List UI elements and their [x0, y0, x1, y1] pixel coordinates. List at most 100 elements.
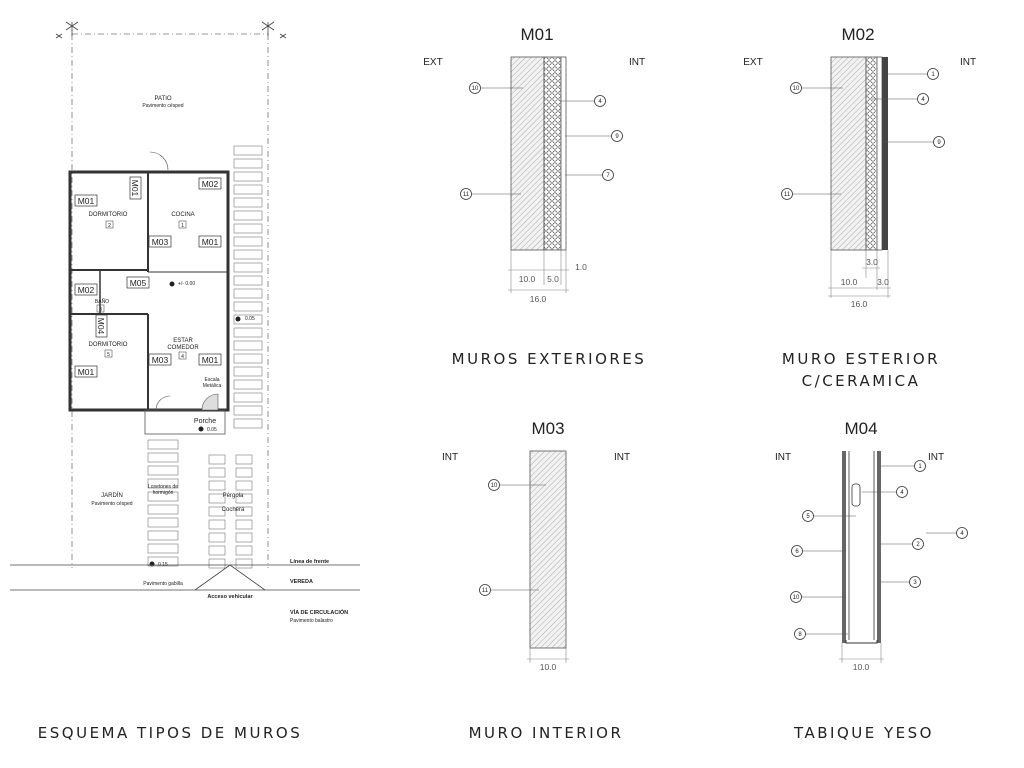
pav-gabilla-label: Pavimento gabilla [143, 581, 183, 587]
paving-tile [233, 210, 263, 221]
tag-m02: M02 [202, 179, 219, 189]
escala-label: Escala [204, 377, 219, 383]
vehicle-access [194, 564, 266, 591]
m01-insulation-layer [543, 56, 562, 251]
m02-callout-numbers: 1 10 4 9 11 [784, 72, 941, 198]
paving-tile [233, 145, 263, 156]
pav-balastro-label: Pavimento balastro [290, 618, 333, 624]
tag-m04: M04 [96, 318, 106, 335]
paving-tile [233, 262, 263, 273]
porche-label: Porche [194, 418, 216, 425]
m01-leaders [472, 87, 612, 195]
m02-caption-line2: C/CERAMICA [802, 372, 921, 390]
m02-brick-layer [830, 56, 867, 251]
callout-number: 7 [606, 173, 610, 179]
paving-tile [208, 532, 226, 543]
stair-symbol [201, 393, 219, 411]
callout-number: 4 [598, 99, 602, 105]
m04-int-left: INT [775, 452, 791, 463]
paving-tile [147, 543, 179, 554]
paving-tile [233, 288, 263, 299]
m04-board-left [842, 451, 846, 643]
tag-m01: M01 [78, 196, 95, 206]
m02-dimension-lines [828, 250, 891, 298]
room-num-box [178, 351, 187, 360]
paving-tile [208, 558, 226, 569]
m02-ceramic-layer [882, 57, 888, 250]
linea-frente-label: Línea de frente [290, 559, 329, 565]
m01-dim: 1.0 [575, 262, 587, 272]
paving-tile [147, 465, 179, 476]
m02-caption-line1: MURO ESTERIOR [782, 350, 940, 368]
room-num-box [104, 349, 113, 358]
room-dormitorio-2: DORMITORIO [89, 212, 128, 218]
m03-caption: MURO INTERIOR [469, 724, 624, 742]
patio-label: PATIO [154, 96, 171, 102]
m02-dim: 3.0 [877, 277, 889, 287]
door-arc-top [149, 151, 169, 171]
paving-tile [208, 545, 226, 556]
acceso-label: Acceso vehicular [207, 594, 253, 600]
room-num-box [96, 304, 105, 313]
paving-tile [147, 439, 179, 450]
paving-tile [233, 405, 263, 416]
m01-dim: 5.0 [547, 274, 559, 284]
tag-m02: M02 [78, 285, 95, 295]
m01-finish-layer [560, 56, 567, 251]
tag-m01: M01 [78, 367, 95, 377]
tag-m03: M03 [152, 237, 169, 247]
m04-conduit [851, 483, 861, 507]
callout-number: 3 [913, 580, 917, 586]
callout-number: 9 [615, 134, 619, 140]
paving-tile [235, 467, 253, 478]
jardin-label: JARDÍN [101, 492, 123, 499]
paving-tile [147, 517, 179, 528]
m02-callout-circles [781, 68, 945, 200]
callout-number: 1 [931, 72, 935, 78]
room-comedor: COMEDOR [167, 345, 199, 351]
paving-tile [233, 249, 263, 260]
paving-tile [233, 327, 263, 338]
m04-callout-circles [790, 460, 968, 640]
callout-number: 11 [463, 192, 470, 198]
callout-number: 10 [793, 595, 800, 601]
wall-tags: M01 M03 M01 M02 M02 M05 M03 M01 M01 M01 … [74, 176, 222, 378]
hormigon-label: hormigón [153, 490, 174, 496]
m04-board-right [877, 451, 881, 643]
paving-tile [233, 314, 263, 325]
m04-int-right: INT [928, 452, 944, 463]
paving-tile [208, 467, 226, 478]
m02-insulation-layer [865, 56, 878, 251]
paving-tile [233, 301, 263, 312]
m02-int-label: INT [960, 57, 976, 68]
paving-tile [233, 223, 263, 234]
paving-tile [233, 392, 263, 403]
callout-number: 1 [918, 464, 922, 470]
side-paving [233, 145, 263, 429]
callout-number: 4 [921, 97, 925, 103]
boundary-markers [55, 21, 287, 39]
room-cocina: COCINA [171, 212, 194, 218]
m04-dimension-lines [839, 643, 884, 663]
level-005: 0.05 [245, 316, 255, 322]
detail-m01: M01 EXT INT 10 4 9 7 11 10.0 5.0 [423, 25, 647, 368]
m01-caption: MUROS EXTERIORES [452, 350, 647, 368]
paving-tile [147, 452, 179, 463]
callout-number: 9 [937, 140, 941, 146]
paving-tile [147, 491, 179, 502]
m03-dimension-lines [527, 648, 569, 663]
paving-tile [147, 530, 179, 541]
callout-number: 6 [795, 549, 799, 555]
m01-dimension-lines [508, 250, 569, 293]
paving-tile [208, 506, 226, 517]
paving-tile [235, 480, 253, 491]
m02-dim: 16.0 [851, 299, 868, 309]
callout-number: 4 [960, 531, 964, 537]
m01-brick-layer [510, 56, 545, 251]
m02-leaders [793, 73, 934, 195]
losetones-label: Losetones de [148, 484, 178, 490]
paving-tile [235, 493, 253, 504]
paving-tile [208, 493, 226, 504]
m04-title: M04 [844, 419, 877, 438]
